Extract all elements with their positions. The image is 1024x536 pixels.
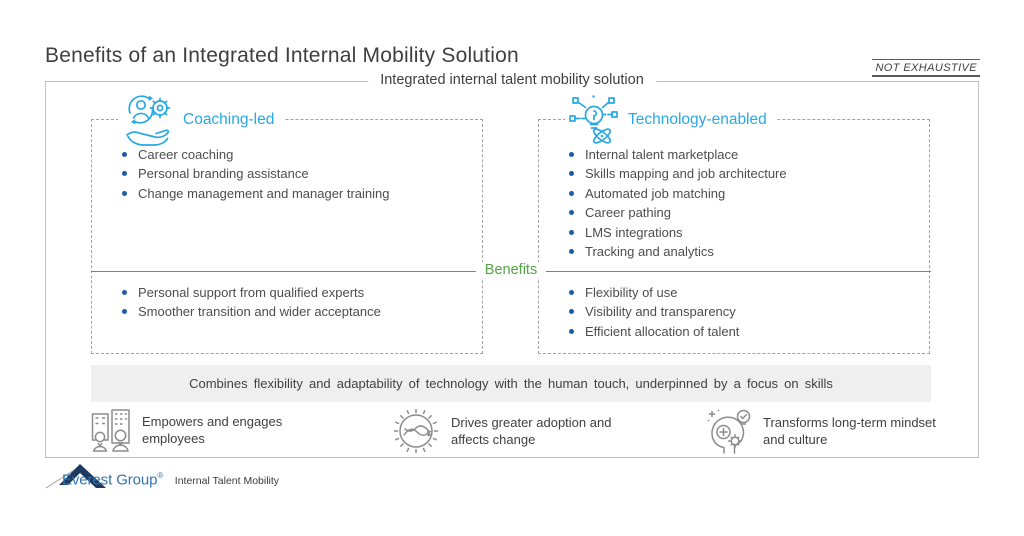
bullet-icon	[569, 309, 574, 315]
footer-brand: Everest Group® Internal Talent Mobility	[45, 461, 279, 493]
list-item: Flexibility of use	[569, 283, 739, 302]
list-item: Efficient allocation of talent	[569, 322, 739, 341]
bullet-icon	[569, 210, 574, 216]
outcome-mindset: Transforms long-term mindset and culture	[706, 408, 953, 454]
solution-frame: Integrated internal talent mobility solu…	[45, 72, 979, 458]
technology-bulb-icon	[569, 94, 619, 146]
list-item: Internal talent marketplace	[569, 145, 787, 164]
coaching-hand-icon	[122, 93, 174, 147]
list-item: Tracking and analytics	[569, 242, 787, 261]
list-item: Visibility and transparency	[569, 302, 739, 321]
list-item: Personal support from qualified experts	[122, 283, 381, 302]
list-item: Automated job matching	[569, 184, 787, 203]
list-item: Personal branding assistance	[122, 164, 390, 183]
bullet-icon	[569, 152, 574, 157]
list-item: Career pathing	[569, 203, 787, 222]
gear-arrows-icon	[394, 408, 440, 454]
bullet-icon	[122, 190, 127, 196]
technology-enabled-header: Technology-enabled	[565, 93, 777, 147]
list-item: Smoother transition and wider acceptance	[122, 302, 381, 321]
bullet-icon	[569, 229, 574, 235]
brand-line: Everest Group® Internal Talent Mobility	[62, 461, 279, 489]
registered-mark: ®	[157, 471, 164, 480]
bullet-icon	[122, 290, 127, 295]
outcome-text: Drives greater adoption and affects chan…	[451, 415, 612, 447]
summary-bar: Combines flexibility and adaptability of…	[91, 365, 931, 402]
benefits-divider: Benefits	[91, 262, 931, 278]
everest-peak-icon	[45, 464, 106, 489]
technology-enabled-label: Technology-enabled	[628, 111, 767, 128]
bullet-icon	[122, 309, 127, 315]
bullet-icon	[569, 328, 574, 334]
list-item: Change management and manager training	[122, 184, 390, 203]
employees-building-icon	[91, 408, 131, 452]
frame-title: Integrated internal talent mobility solu…	[368, 72, 656, 88]
coaching-led-label: Coaching-led	[183, 111, 275, 128]
bullet-icon	[569, 290, 574, 295]
bullet-icon	[122, 171, 127, 177]
outcome-text: Transforms long-term mindset and culture	[763, 415, 936, 447]
bullet-icon	[569, 171, 574, 177]
brand-name: Everest Group	[62, 471, 158, 489]
outcomes-row: Empowers and engages employees Drives gr…	[91, 408, 936, 456]
bullet-icon	[569, 249, 574, 255]
list-item: Career coaching	[122, 145, 390, 164]
coaching-led-header: Coaching-led	[118, 93, 285, 147]
technology-enabled-panel: Technology-enabled Internal talent marke…	[538, 93, 930, 354]
list-item: Skills mapping and job architecture	[569, 164, 787, 183]
list-item: LMS integrations	[569, 223, 787, 242]
mindset-head-icon	[706, 408, 752, 454]
outcome-empowers: Empowers and engages employees	[91, 408, 292, 452]
outcome-adoption: Drives greater adoption and affects chan…	[394, 408, 621, 454]
bullet-icon	[122, 152, 127, 157]
outcome-text: Empowers and engages employees	[142, 414, 283, 446]
page-title: Benefits of an Integrated Internal Mobil…	[45, 44, 519, 67]
bullet-icon	[569, 190, 574, 196]
brand-tagline: Internal Talent Mobility	[174, 475, 280, 488]
not-exhaustive-badge: NOT EXHAUSTIVE	[872, 59, 980, 77]
benefits-divider-label: Benefits	[475, 262, 547, 278]
